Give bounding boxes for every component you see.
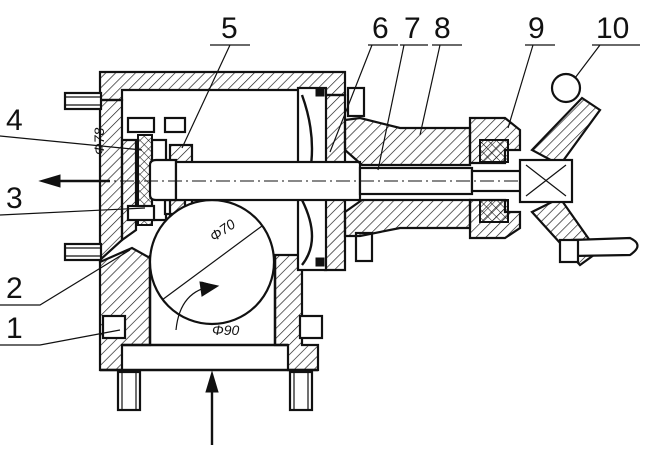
callout-6: 6 (372, 12, 389, 45)
callout-10: 10 (596, 12, 629, 45)
handwheel (518, 72, 639, 267)
stem (48, 160, 560, 202)
callout-9: 9 (528, 12, 545, 45)
bottom-bolts (116, 370, 314, 412)
callout-4: 4 (6, 104, 23, 137)
callout-7: 7 (404, 12, 421, 45)
up-arrow-icon (205, 370, 219, 393)
callout-2: 2 (6, 272, 23, 305)
flow-arrows (38, 174, 219, 445)
small-diameter-label: Φ78 (91, 127, 107, 155)
callout-labels: 1 2 3 4 5 6 7 8 9 10 (6, 12, 629, 345)
bonnet-yoke (343, 116, 472, 238)
leader-lines (0, 44, 640, 346)
callout-5: 5 (221, 12, 238, 45)
callout-8: 8 (434, 12, 451, 45)
disc-assembly (120, 116, 194, 243)
left-bolts (63, 91, 103, 262)
callout-1: 1 (6, 312, 23, 345)
bore-diameter-label: Φ90 (212, 322, 240, 338)
packing-nut (468, 116, 522, 240)
gate-disc-view: Φ70 Φ90 (148, 198, 276, 338)
left-arrow-icon (38, 174, 61, 188)
callout-3: 3 (6, 182, 23, 215)
